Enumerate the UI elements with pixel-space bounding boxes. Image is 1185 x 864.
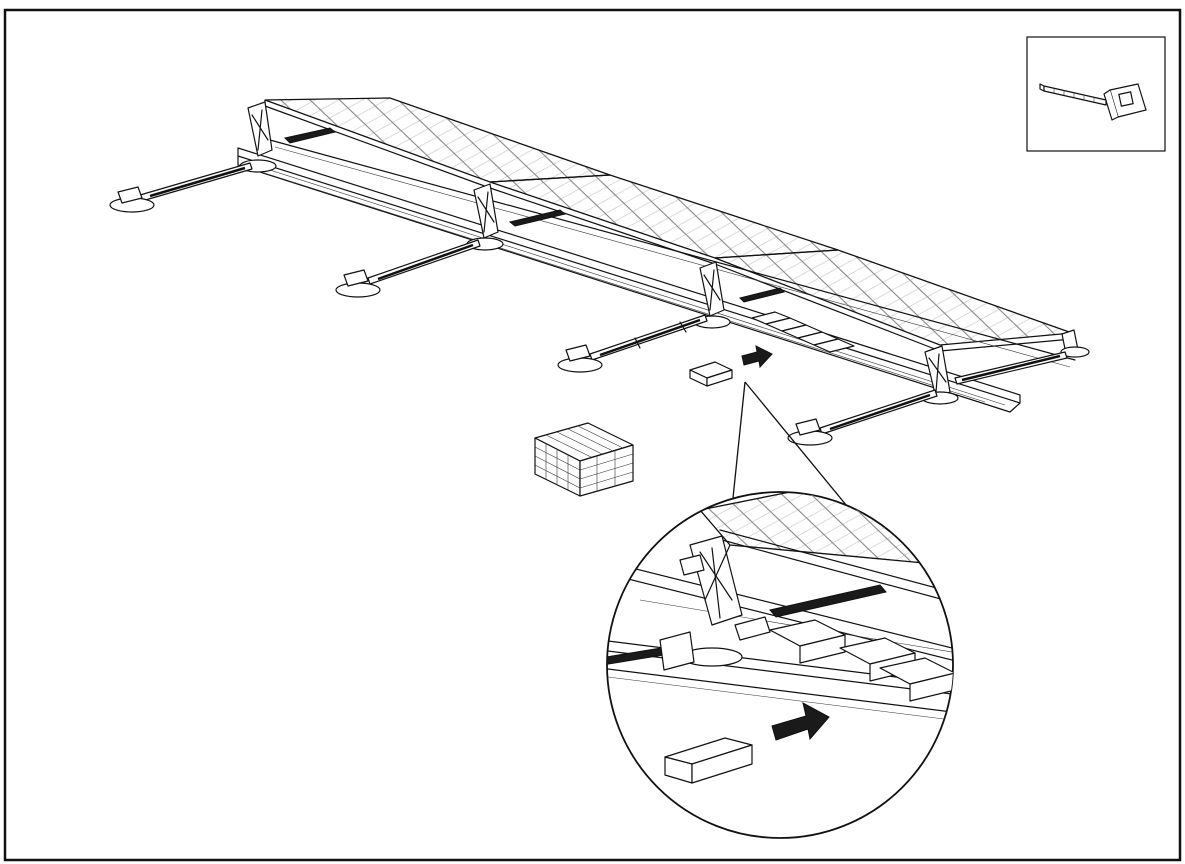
ballast-row bbox=[751, 311, 855, 353]
outrigger-leg-2 bbox=[335, 239, 481, 298]
mounting-bracket-5 bbox=[1060, 329, 1090, 358]
mounting-bracket-2 bbox=[466, 183, 504, 251]
outrigger-leg-5 bbox=[954, 351, 1068, 385]
solar-array bbox=[109, 97, 1090, 446]
tape-measure-icon bbox=[1039, 83, 1147, 121]
mounting-bracket-1 bbox=[239, 101, 277, 173]
outrigger-leg-4 bbox=[787, 389, 938, 446]
ballast-blocks-stack-icon bbox=[534, 422, 634, 497]
zoom-arrow-right-icon bbox=[771, 702, 830, 741]
tool-inset bbox=[1026, 36, 1166, 152]
callout-lines bbox=[732, 381, 866, 529]
zoom-ballast-block bbox=[664, 737, 753, 784]
arrow-right-icon bbox=[741, 345, 773, 369]
solar-panel-3 bbox=[714, 249, 1073, 346]
page-frame bbox=[3, 8, 1182, 862]
outrigger-leg-3 bbox=[557, 314, 708, 373]
ballast-block bbox=[689, 361, 733, 387]
zoom-detail bbox=[606, 491, 954, 839]
outrigger-leg-1 bbox=[109, 162, 253, 213]
